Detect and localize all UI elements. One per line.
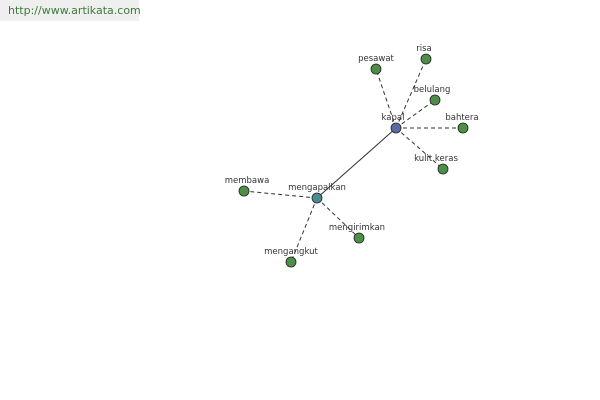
edge-kapal-mengapalkan	[316, 127, 397, 199]
node-label-mengirimkan: mengirimkan	[329, 223, 385, 233]
node-belulang[interactable]	[429, 94, 441, 106]
node-label-mengapalkan: mengapalkan	[288, 183, 346, 193]
node-label-bahtera: bahtera	[445, 113, 478, 123]
node-label-mengangkut: mengangkut	[264, 247, 318, 257]
node-label-membawa: membawa	[225, 176, 270, 186]
node-kapal[interactable]	[390, 122, 402, 134]
node-label-kulit-keras: kulit keras	[414, 154, 458, 164]
node-label-risa: risa	[416, 44, 432, 54]
node-label-belulang: belulang	[414, 85, 451, 95]
node-mengirimkan[interactable]	[353, 232, 365, 244]
node-pesawat[interactable]	[370, 63, 382, 75]
edge-kapal-belulang	[395, 99, 436, 129]
edges-layer	[243, 58, 463, 263]
labels-layer: kapal mengapalkan pesawat risa belulang bahte…	[225, 44, 479, 257]
node-mengangkut[interactable]	[285, 256, 297, 268]
node-kulit-keras[interactable]	[437, 163, 449, 175]
node-label-pesawat: pesawat	[358, 54, 394, 64]
node-bahtera[interactable]	[457, 122, 469, 134]
edge-mengapalkan-mengirimkan	[316, 197, 360, 239]
edge-kapal-pesawat	[375, 68, 397, 129]
edge-mengapalkan-membawa	[243, 190, 318, 199]
nodes-layer	[238, 53, 469, 268]
node-mengapalkan[interactable]	[311, 192, 323, 204]
edge-kapal-risa	[395, 58, 427, 129]
edge-kapal-kulit-keras	[395, 127, 444, 170]
node-membawa[interactable]	[238, 185, 250, 197]
edge-mengapalkan-mengangkut	[290, 197, 318, 263]
node-risa[interactable]	[420, 53, 432, 65]
site-watermark: http://www.artikata.com	[0, 0, 141, 21]
node-label-kapal: kapal	[382, 113, 405, 123]
